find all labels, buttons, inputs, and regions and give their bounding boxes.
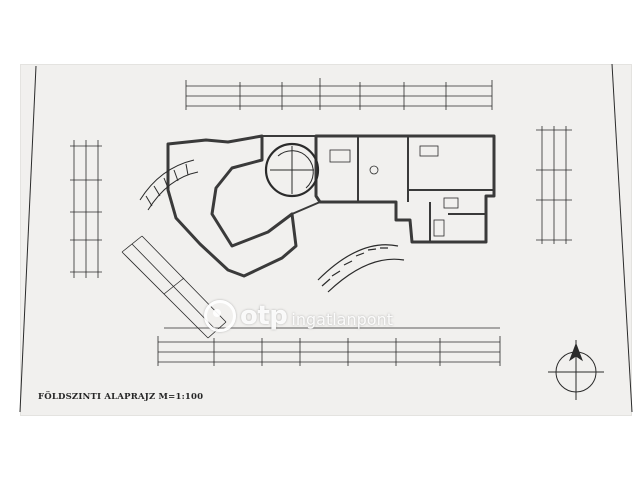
left-stair bbox=[139, 159, 199, 211]
right-dimension-chain bbox=[536, 126, 572, 244]
curved-ramp bbox=[317, 244, 405, 293]
watermark-logo-text: otp bbox=[240, 301, 288, 331]
floor-plan-sheet bbox=[20, 64, 632, 416]
left-dimension-chain bbox=[70, 140, 102, 278]
fixtures bbox=[329, 145, 459, 237]
bottom-dimension-chain bbox=[157, 327, 501, 366]
north-arrow-icon bbox=[548, 340, 604, 400]
frame-right-line bbox=[611, 63, 633, 413]
otp-logo-icon bbox=[204, 300, 236, 332]
watermark-sub-text: ingatlanpont bbox=[291, 309, 393, 329]
building-walls bbox=[166, 134, 496, 278]
round-bay bbox=[264, 142, 320, 198]
plan-title: FÖLDSZINTI ALAPRAJZ M=1:100 bbox=[38, 392, 204, 402]
frame-left-line bbox=[19, 65, 37, 413]
top-dimension-chain bbox=[185, 78, 493, 110]
watermark: otp ingatlanpont bbox=[204, 300, 393, 332]
